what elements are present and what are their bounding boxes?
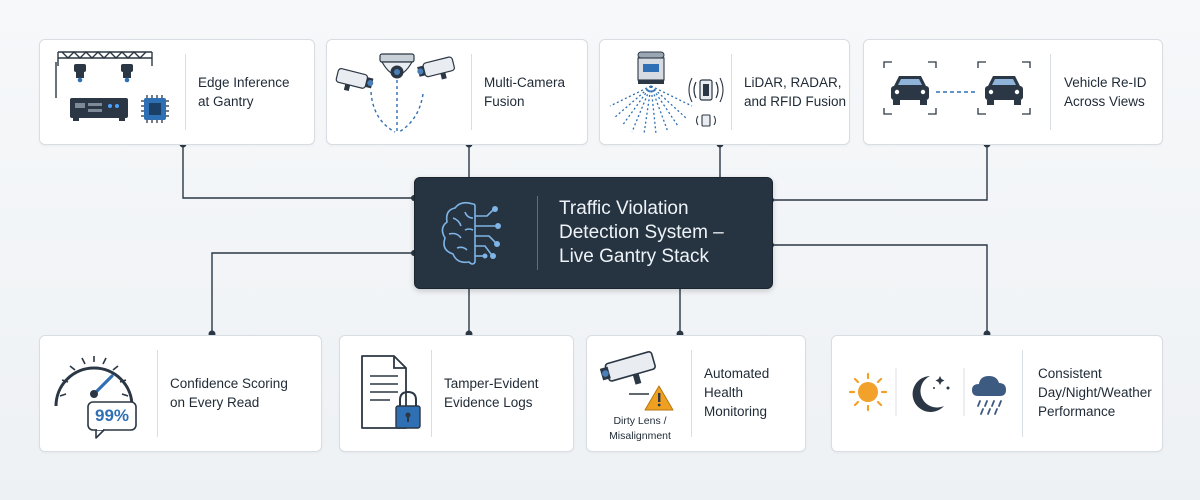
card-divider <box>1022 350 1023 437</box>
card-label-line: on Every Read <box>170 395 260 410</box>
rain-cloud-icon <box>972 376 1006 415</box>
caption-line: Misalignment <box>609 430 671 442</box>
card-label-line: Fusion <box>484 94 525 109</box>
card-label-line: Health <box>704 385 744 400</box>
caption-line: Dirty Lens / <box>613 415 667 427</box>
camera-caption: Dirty Lens / Misalignment <box>595 414 685 444</box>
gauge-icon <box>54 356 137 439</box>
card-divider <box>157 350 158 437</box>
hub-title-line: Detection System – <box>559 222 724 243</box>
document-lock-icon <box>361 355 421 429</box>
card-divider <box>471 54 472 130</box>
card-label-line: Tamper-Evident <box>444 376 539 391</box>
card-label-line: and RFID Fusion <box>744 94 847 109</box>
moon-icon <box>912 376 950 412</box>
card-label-line: Monitoring <box>704 404 768 419</box>
card-label: Vehicle Re-ID Across Views <box>1064 70 1160 114</box>
card-label-line: Vehicle Re-ID <box>1064 75 1147 90</box>
card-label: Edge Inference at Gantry <box>198 70 310 114</box>
card-label-line: Day/Night/Weather <box>1038 385 1152 400</box>
confidence-badge: 99% <box>94 406 130 425</box>
card-label: Confidence Scoring on Every Read <box>170 371 318 415</box>
sun-icon <box>848 372 888 412</box>
hub-title-line: Live Gantry Stack <box>559 246 709 267</box>
central-hub: Traffic Violation Detection System – Liv… <box>414 177 773 289</box>
card-label: Consistent Day/Night/Weather Performance <box>1038 361 1160 424</box>
card-label-line: Across Views <box>1064 94 1145 109</box>
card-tamper-evident: Tamper-Evident Evidence Logs <box>339 335 574 452</box>
card-label-line: LiDAR, RADAR, <box>744 75 842 90</box>
card-label-line: at Gantry <box>198 94 254 109</box>
card-divider <box>1050 54 1051 130</box>
card-label-line: Confidence Scoring <box>170 376 288 391</box>
card-divider <box>731 54 732 130</box>
card-label: Automated Health Monitoring <box>704 361 802 424</box>
camera-warning-icon <box>599 351 674 411</box>
card-label: Multi-Camera Fusion <box>484 70 584 114</box>
card-label-line: Edge Inference <box>198 75 290 90</box>
vehicle-reid-icon <box>883 61 1031 115</box>
card-vehicle-reid: Vehicle Re-ID Across Views <box>863 39 1163 145</box>
card-edge-inference: Edge Inference at Gantry <box>39 39 315 145</box>
card-label-line: Consistent <box>1038 366 1102 381</box>
card-label-line: Evidence Logs <box>444 395 533 410</box>
card-label-line: Multi-Camera <box>484 75 566 90</box>
card-day-night-weather: Consistent Day/Night/Weather Performance <box>831 335 1163 452</box>
lidar-radar-rfid-icon <box>609 51 724 135</box>
card-divider <box>185 54 186 130</box>
card-lidar-radar-rfid: LiDAR, RADAR, and RFID Fusion <box>599 39 850 145</box>
card-divider <box>691 350 692 437</box>
card-health-monitoring: Dirty Lens / Misalignment Automated Heal… <box>586 335 806 452</box>
card-divider <box>431 350 432 437</box>
card-label: LiDAR, RADAR, and RFID Fusion <box>744 70 848 114</box>
brain-circuit-icon <box>441 201 501 265</box>
hub-divider <box>537 196 538 270</box>
hub-title-line: Traffic Violation <box>559 198 689 219</box>
hub-title: Traffic Violation Detection System – Liv… <box>559 197 769 269</box>
card-label: Tamper-Evident Evidence Logs <box>444 371 570 415</box>
multi-camera-icon <box>335 53 455 133</box>
gantry-edge-icon <box>55 51 169 123</box>
card-label-line: Automated <box>704 366 770 381</box>
card-label-line: Performance <box>1038 404 1116 419</box>
card-multi-camera: Multi-Camera Fusion <box>326 39 588 145</box>
sun-moon-rain-icon <box>848 368 1006 416</box>
card-confidence-scoring: 99% Confidence Scoring on Every Read <box>39 335 322 452</box>
